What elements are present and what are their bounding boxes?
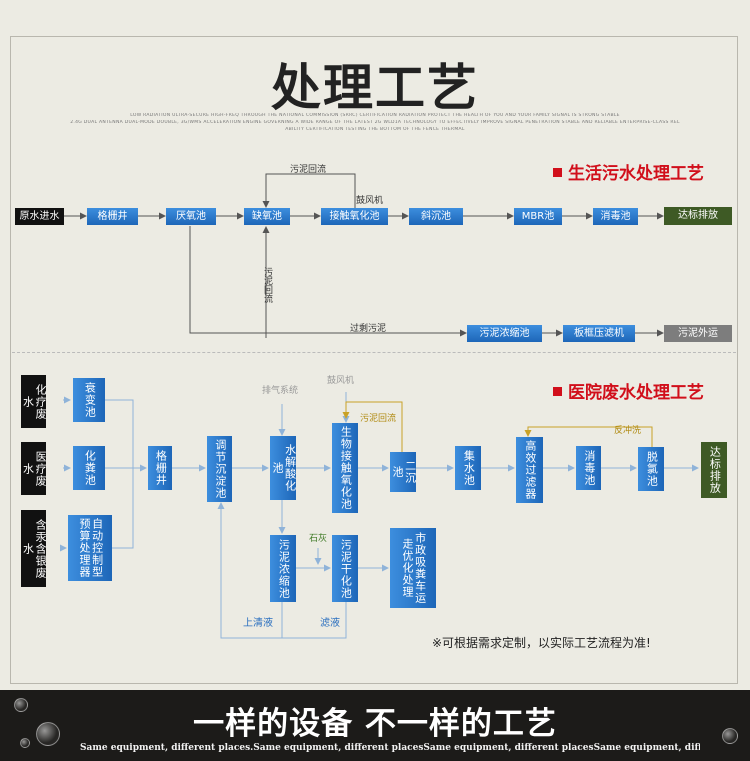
node-efficient-filter: 高效过滤器	[516, 437, 543, 503]
label-exhaust-system: 排气系统	[262, 386, 299, 396]
node-hospital-compliant-discharge: 达标排放	[701, 442, 727, 498]
node-regulating-settling-tank: 调节沉淀池	[207, 436, 232, 502]
source-medical-wastewater: 医疗废水	[21, 442, 47, 495]
label-lime: 石灰	[309, 534, 328, 544]
customization-note: ※可根据需求定制，以实际工艺流程为准!	[432, 636, 651, 650]
node-septic-tank: 化粪池	[73, 446, 105, 490]
water-droplet-icon	[20, 738, 30, 748]
flow-connectors	[60, 173, 699, 639]
node-secondary-settling-tank: 二沉池	[390, 452, 417, 492]
label-supernatant: 上清液	[243, 618, 273, 629]
node-plate-filter-press: 板框压滤机	[563, 325, 635, 342]
section-title-domestic: 生活污水处理工艺	[553, 159, 704, 184]
label-filtrate: 滤液	[320, 618, 340, 629]
label-sludge-return-top: 污泥回流	[290, 165, 327, 175]
node-decay-tank: 衰变池	[73, 378, 105, 422]
diagram-sheet	[0, 0, 750, 690]
water-droplet-icon	[36, 722, 60, 746]
section-title-hospital-text: 医院废水处理工艺	[568, 383, 704, 403]
node-sludge-drying-tank: 污泥干化池	[332, 535, 358, 602]
node-contact-oxidation-tank: 接触氧化池	[321, 208, 388, 225]
node-sludge-transport: 污泥外运	[664, 325, 732, 342]
node-inclined-settling-tank: 斜沉池	[409, 208, 463, 225]
node-collection-tank: 集水池	[455, 446, 481, 490]
node-anaerobic-tank: 厌氧池	[166, 208, 216, 225]
section-title-domestic-text: 生活污水处理工艺	[568, 164, 704, 184]
node-disinfection-tank: 消毒池	[593, 208, 638, 225]
node-hospital-grille-well: 格栅井	[148, 446, 172, 490]
label-hospital-sludge-return: 污泥回流	[360, 414, 397, 424]
red-square-icon	[553, 386, 562, 396]
node-anoxic-tank: 缺氧池	[244, 208, 290, 225]
water-droplet-icon	[722, 728, 738, 744]
fine-print-line-3: ABILITY CERTIFICATION TESTING THE BOTTOM…	[285, 127, 465, 132]
source-chemo-wastewater: 化疗废水	[21, 375, 47, 428]
node-compliant-discharge: 达标排放	[664, 207, 732, 225]
node-grille-well: 格栅井	[87, 208, 138, 225]
page-title: 处理工艺	[271, 58, 479, 117]
node-raw-water-inlet: 原水进水	[15, 208, 64, 225]
node-hydrolysis-acidification-tank: 水解酸化池	[270, 436, 297, 500]
label-hospital-blower: 鼓风机	[327, 376, 355, 386]
label-blower: 鼓风机	[356, 196, 384, 206]
footer-slogan: 一样的设备 不一样的工艺	[193, 706, 557, 742]
node-municipal-transport: 市政吸粪车运走优化处理	[390, 528, 436, 608]
node-hospital-disinfection-tank: 消毒池	[576, 446, 601, 490]
label-excess-sludge: 过剩污泥	[350, 324, 387, 334]
section-divider	[12, 352, 736, 353]
node-dechlorination-tank: 脱氯池	[638, 447, 664, 491]
section-title-hospital: 医院废水处理工艺	[553, 378, 704, 403]
footer-subtitle: Same equipment, different places.Same eq…	[80, 743, 700, 753]
red-square-icon	[553, 167, 562, 177]
water-droplet-icon	[14, 698, 28, 712]
node-auto-control-pretreatment: 自动控制型预算处理器	[68, 515, 112, 581]
node-mbr-tank: MBR池	[514, 208, 562, 225]
node-bio-contact-oxidation-tank: 生物接触氧化池	[332, 423, 358, 513]
node-hospital-sludge-thickening: 污泥浓缩池	[270, 535, 296, 602]
node-sludge-thickening-tank: 污泥浓缩池	[467, 325, 542, 342]
source-mercury-silver-wastewater: 含汞含银废水	[21, 510, 47, 587]
label-backwash: 反冲洗	[614, 426, 642, 436]
node-auto-control-pretreatment-text: 自动控制型预算处理器	[78, 518, 104, 578]
fine-print-line-1: LOW RADIATION ULTRA-SECURE HIGH-FREQ THR…	[130, 113, 620, 118]
diagram-frame	[10, 36, 738, 684]
fine-print-line-2: 2.4G DUAL ANTENNA DUAL-MODE DOUBLE, 3G/W…	[70, 120, 680, 125]
label-sludge-return-vertical: 污泥回流	[262, 267, 272, 303]
